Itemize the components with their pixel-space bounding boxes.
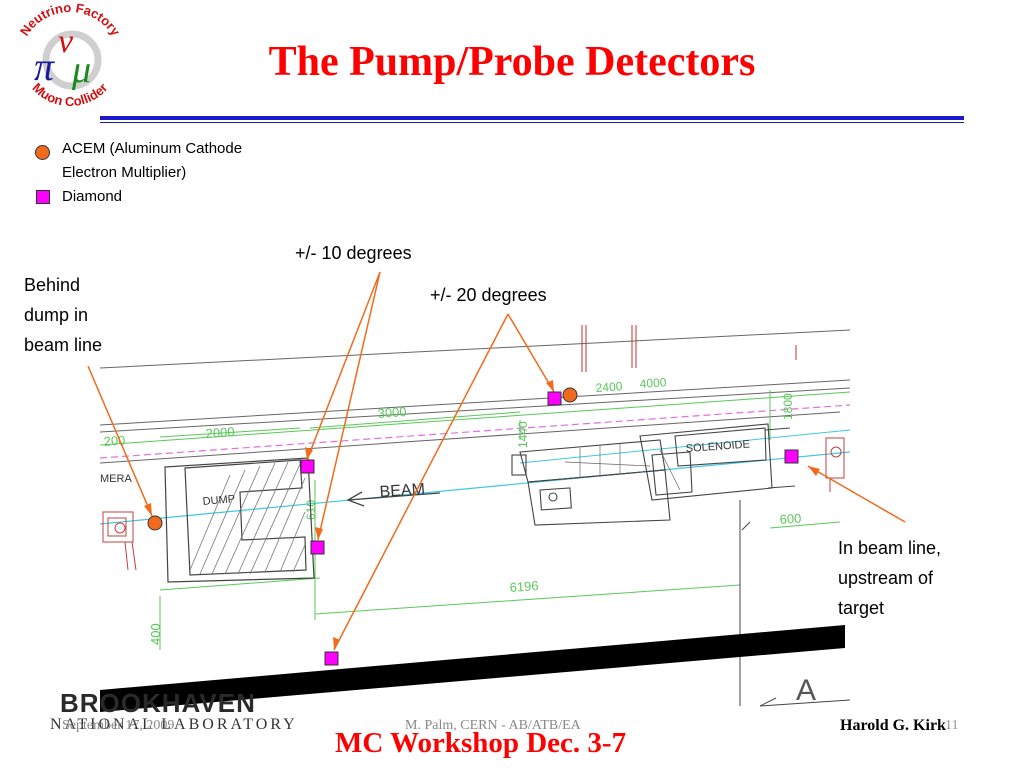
solenoide-label: SOLENOIDE (685, 439, 750, 455)
upstream-line3: target (838, 598, 885, 618)
dim-3000: 3000 (377, 404, 407, 421)
upstream-label: In beam line, upstream of target (838, 533, 941, 623)
footer-author: Harold G. Kirk (840, 717, 946, 734)
diamond-detector-10deg-upper (300, 459, 315, 474)
behind-dump-line2: dump in (24, 305, 89, 325)
acem-legend-label-line1: ACEM (Aluminum Cathode (62, 140, 243, 157)
title-divider-thin (100, 122, 964, 123)
dim-2400: 2400 (595, 379, 623, 395)
dim-2000: 2000 (205, 424, 235, 441)
page-title: The Pump/Probe Detectors (268, 39, 756, 85)
diamond-detector-upstream (784, 449, 799, 464)
bnl-logo-subtitle: NATIONAL LABORATORY (50, 716, 298, 733)
behind-dump-line1: Behind (24, 275, 81, 295)
behind-dump-label: Behind dump in beam line (24, 270, 102, 360)
page-number: 11 (945, 718, 959, 733)
footer-date: September 17, 2009 (62, 718, 175, 733)
ten-degrees-label: +/- 10 degrees (295, 243, 412, 263)
acem-legend-label-line2: Electron Multiplier) (62, 164, 187, 181)
diamond-legend-label: Diamond (62, 188, 123, 205)
diamond-detector-20deg-upper (547, 391, 562, 406)
dim-200: 200 (103, 433, 126, 449)
behind-dump-line3: beam line (24, 335, 103, 355)
dim-6196: 6196 (509, 578, 539, 595)
neutrino-factory-logo: Neutrino Factory Muon Collider π ν μ (0, 0, 140, 130)
diamond-legend-marker (36, 190, 50, 204)
footer-event: MC Workshop Dec. 3-7 (335, 727, 627, 759)
dim-600: 600 (779, 511, 802, 527)
upstream-line2: upstream of (838, 568, 934, 588)
diamond-detector-20deg-lower (324, 651, 339, 666)
section-mark: A (796, 674, 816, 707)
svg-text:μ: μ (71, 49, 91, 91)
upstream-line1: In beam line, (838, 538, 942, 558)
dim-1800: 1800 (781, 393, 795, 420)
dim-400: 400 (148, 623, 163, 645)
title-divider (100, 116, 964, 120)
dump-label: DUMP (202, 493, 235, 508)
dim-4000: 4000 (639, 375, 667, 391)
svg-text:ν: ν (58, 23, 74, 60)
beam-label: BEAM (379, 481, 425, 501)
mera-label: MERA (100, 473, 132, 485)
svg-text:π: π (34, 44, 55, 89)
dim-1440: 1440 (516, 421, 530, 448)
acem-legend-marker (35, 145, 50, 160)
diamond-detector-10deg-lower (310, 540, 325, 555)
bnl-logo-name: BROOKHAVEN (60, 688, 256, 718)
twenty-degrees-label: +/- 20 degrees (430, 285, 547, 305)
acem-detector-20deg (562, 387, 578, 403)
footer-credit: M. Palm, CERN - AB/ATB/EA (405, 718, 581, 733)
acem-detector-behind-dump (147, 515, 163, 531)
